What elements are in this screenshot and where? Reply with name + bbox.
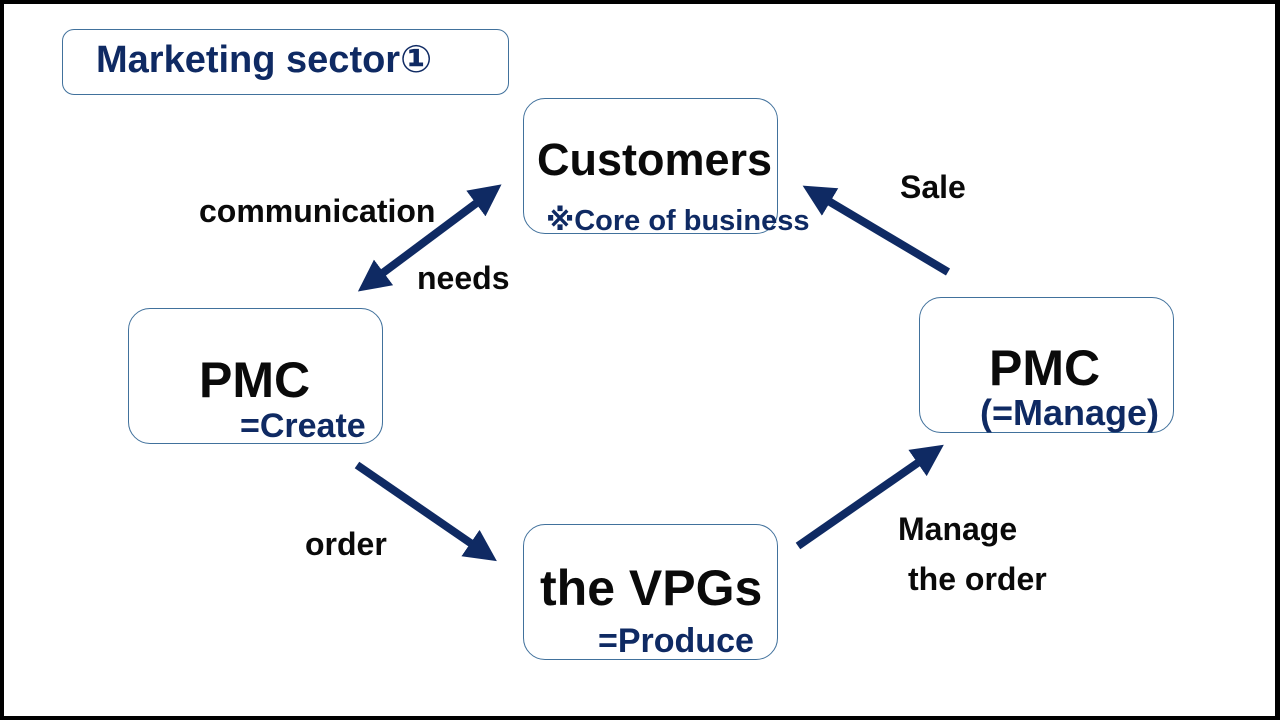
node-pmc-create-label: PMC	[199, 352, 311, 408]
node-vpgs-label: the VPGs	[540, 560, 763, 616]
edge-label-sale: Sale	[900, 169, 966, 205]
edge-label-needs: needs	[417, 260, 510, 296]
edge-label-communication: communication	[199, 193, 436, 229]
node-vpgs	[523, 524, 778, 660]
edge-label-order: order	[305, 526, 387, 562]
node-pmc-manage-label: PMC	[989, 340, 1101, 396]
title-box	[62, 29, 509, 95]
edge-label-manage: Manage	[898, 511, 1018, 547]
node-customers	[523, 98, 778, 234]
node-pmc-create-sublabel: =Create	[240, 407, 366, 445]
node-pmc-create	[128, 308, 383, 444]
node-pmc-manage	[919, 297, 1174, 433]
edge-label-the-order: the order	[908, 561, 1047, 597]
slide-title: Marketing sector①	[96, 39, 433, 81]
node-customers-label: Customers	[537, 134, 773, 185]
node-customers-sublabel: ※Core of business	[546, 205, 810, 237]
node-pmc-manage-sublabel: (=Manage)	[980, 392, 1160, 433]
node-vpgs-sublabel: =Produce	[598, 622, 754, 660]
slide	[4, 4, 1275, 716]
